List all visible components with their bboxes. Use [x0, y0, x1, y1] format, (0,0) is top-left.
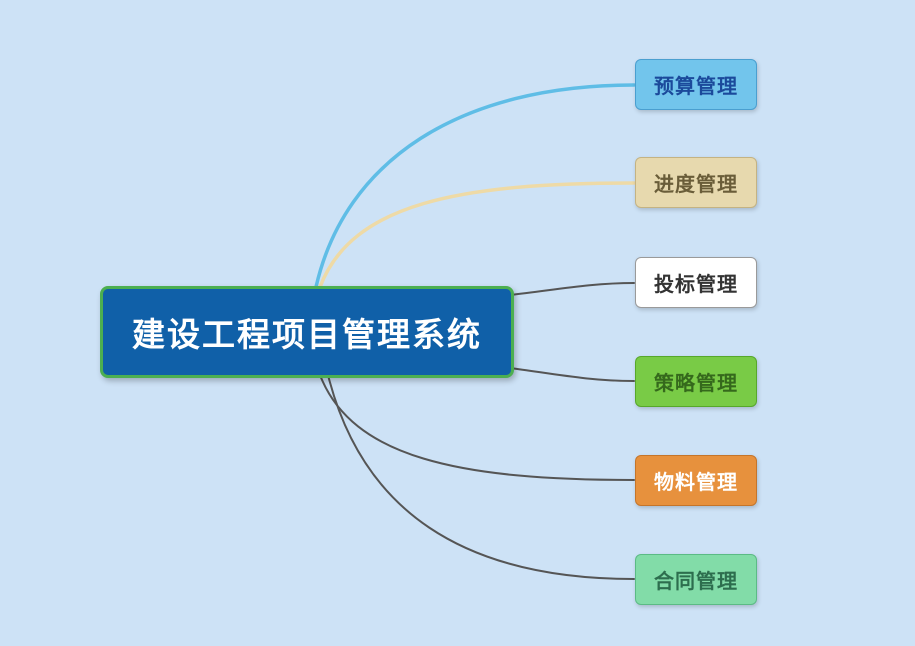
branch-node-bidding[interactable]: 投标管理 [635, 257, 757, 308]
branch-node-contract[interactable]: 合同管理 [635, 554, 757, 605]
connector-line-budget [314, 83, 636, 289]
connector-line-contract [327, 374, 635, 580]
branch-node-budget[interactable]: 预算管理 [635, 59, 757, 110]
branch-node-strategy[interactable]: 策略管理 [635, 356, 757, 407]
branch-node-label: 合同管理 [654, 571, 738, 593]
branch-node-label: 预算管理 [654, 76, 738, 98]
connector-line-bidding [509, 282, 635, 296]
branch-node-material[interactable]: 物料管理 [635, 455, 757, 506]
root-node[interactable]: 建设工程项目管理系统 [100, 286, 514, 378]
branch-node-progress[interactable]: 进度管理 [635, 157, 757, 208]
branch-node-label: 物料管理 [654, 472, 738, 494]
connector-line-strategy [509, 367, 635, 382]
branch-node-label: 策略管理 [654, 373, 738, 395]
root-node-label: 建设工程项目管理系统 [132, 316, 482, 353]
branch-node-label: 投标管理 [654, 274, 738, 296]
connector-line-progress [318, 181, 636, 289]
branch-node-label: 进度管理 [654, 174, 738, 196]
